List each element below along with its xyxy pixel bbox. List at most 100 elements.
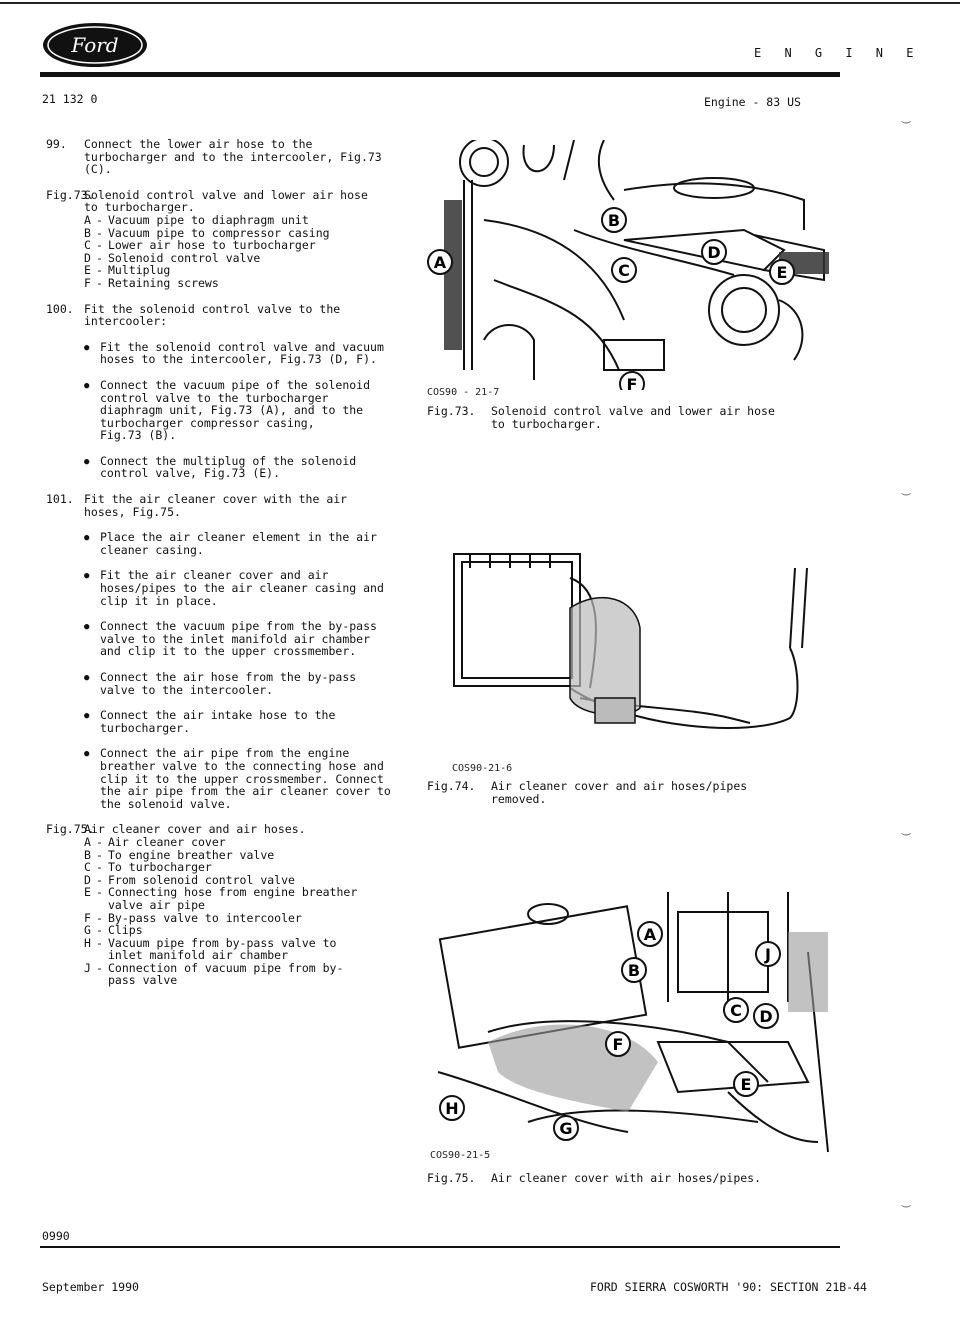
bullet-line: Connect the vacuum pipe of the solenoid (100, 377, 371, 392)
step-line: turbocharger and to the intercooler, Fig… (84, 149, 382, 164)
page-code: 0990 (42, 1229, 70, 1243)
bullet-item: ● Connect the air hose from the by-pass … (84, 671, 426, 696)
callout-label: D (759, 1007, 772, 1026)
key-item: B-To engine breather valve (84, 847, 275, 862)
step-number: 99. (46, 137, 67, 151)
publication-title: FORD SIERRA COSWORTH '90: SECTION 21B-44 (590, 1280, 867, 1294)
figure-number: Fig.75. (46, 822, 95, 837)
figure-75-caption: Fig.75. Air cleaner cover with air hoses… (427, 1172, 837, 1185)
bullet-line: Connect the air hose from the by-pass (100, 670, 357, 684)
header-rule (40, 72, 840, 77)
callout-label: F (627, 375, 638, 390)
key-item: F-Retaining screws (84, 275, 219, 290)
key-item: B-Vacuum pipe to compressor casing (84, 225, 330, 240)
bullet-item: ● Connect the air intake hose to the tur… (84, 709, 426, 734)
margin-mark: ‿ (902, 820, 911, 836)
bullet-line: Connect the vacuum pipe from the by-pass (100, 619, 377, 634)
margin-mark: ‿ (902, 108, 911, 124)
figure-title-line: to turbocharger. (84, 200, 195, 215)
bullet-item: ● Connect the vacuum pipe from the by-pa… (84, 620, 426, 658)
key-item: A-Air cleaner cover (84, 834, 226, 849)
bullet-line: Fit the solenoid control valve and vacuu… (100, 339, 384, 354)
bullet-line: Connect the multiplug of the solenoid (100, 453, 357, 468)
figure-73-caption: Fig.73. Solenoid control valve and lower… (427, 405, 837, 430)
key-item: C-To turbocharger (84, 860, 212, 875)
bullet-line: cleaner casing. (100, 542, 204, 557)
footer-rule (40, 1246, 840, 1248)
step-line: (C). (84, 162, 112, 177)
bullet-line: Fig.73 (B). (100, 428, 177, 443)
bullet-line: clip it in place. (100, 593, 218, 608)
caption-line: Solenoid control valve and lower air hos… (491, 404, 775, 418)
caption-line: removed. (491, 791, 547, 806)
document-number: 21 132 0 (42, 92, 98, 106)
caption-line: to turbocharger. (491, 416, 602, 431)
bullet-line: turbocharger. (100, 720, 191, 735)
step-line: hoses, Fig.75. (84, 504, 181, 519)
bullet-line: control valve to the turbocharger (100, 390, 329, 405)
step-number: 101. (46, 492, 74, 507)
step-99: 99. Connect the lower air hose to the tu… (46, 138, 426, 176)
key-item: D-From solenoid control valve (84, 872, 295, 887)
section-label: Engine - 83 US (704, 95, 801, 109)
callout-label: E (741, 1075, 752, 1094)
caption-number: Fig.73. (427, 404, 476, 418)
bullet-line: control valve, Fig.73 (E). (100, 466, 281, 481)
callout-label: F (613, 1035, 624, 1054)
ford-logo: Ford (42, 22, 148, 68)
callout-label: A (434, 253, 447, 272)
key-item: J-Connection of vacuum pipe from by-pass… (84, 960, 344, 988)
step-number: 100. (46, 301, 74, 316)
margin-mark: ‿ (902, 1192, 911, 1208)
step-line: Fit the solenoid control valve to the (84, 301, 341, 316)
bullet-line: hoses/pipes to the air cleaner casing an… (100, 581, 384, 596)
caption-number: Fig.75. (427, 1171, 476, 1185)
figure-number: Fig.73. (46, 187, 95, 202)
callout-label: D (707, 243, 720, 262)
caption-line: Air cleaner cover and air hoses/pipes (491, 779, 748, 793)
bullet-line: valve to the inlet manifold air chamber (100, 631, 371, 646)
figure-title-line: Air cleaner cover and air hoses. (84, 822, 306, 837)
bullet-item: ● Fit the solenoid control valve and vac… (84, 341, 426, 366)
key-item: C-Lower air hose to turbocharger (84, 238, 316, 253)
bullet-line: valve to the intercooler. (100, 682, 274, 697)
key-item: D-Solenoid control valve (84, 250, 261, 265)
figure-74-illustration (450, 548, 830, 748)
caption-line: Air cleaner cover with air hoses/pipes. (491, 1171, 762, 1185)
bullet-icon: ● (84, 533, 90, 544)
bullet-line: and clip it to the upper crossmember. (100, 644, 357, 659)
bullet-line: diaphragm unit, Fig.73 (A), and to the (100, 403, 364, 418)
bullet-icon: ● (84, 711, 90, 722)
figure-title-line: Solenoid control valve and lower air hos… (84, 187, 368, 202)
figure-73-reference: COS90 - 21-7 (427, 387, 500, 398)
key-item: E-Multiplug (84, 263, 171, 278)
callout-label: G (559, 1119, 572, 1138)
figure-75-reference: COS90-21-5 (430, 1150, 491, 1161)
bullet-line: Connect the air pipe from the engine (100, 746, 350, 761)
key-item: F-By-pass valve to intercooler (84, 910, 302, 925)
fig75-key: Fig.75. Air cleaner cover and air hoses.… (46, 823, 426, 987)
logo-wordmark: Ford (70, 33, 118, 57)
bullet-item: ● Fit the air cleaner cover and air hose… (84, 569, 426, 607)
bullet-line: the air pipe from the air cleaner cover … (100, 784, 391, 799)
step-line: Connect the lower air hose to the (84, 137, 313, 151)
margin-mark: ‿ (902, 480, 911, 496)
key-item: G-Clips (84, 923, 143, 938)
bullet-line: hoses to the intercooler, Fig.73 (D, F). (100, 352, 377, 367)
callout-label: C (618, 261, 630, 280)
bullet-line: turbocharger compressor casing, (100, 415, 315, 430)
bullet-line: breather valve to the connecting hose an… (100, 758, 384, 773)
step-100: 100. Fit the solenoid control valve to t… (46, 301, 426, 328)
callout-label: J (764, 945, 771, 964)
bullet-icon: ● (84, 342, 90, 353)
bullet-line: Fit the air cleaner cover and air (100, 568, 329, 583)
bullet-line: clip it to the upper crossmember. Connec… (100, 771, 384, 786)
caption-number: Fig.74. (427, 779, 476, 793)
callout-label: A (644, 925, 657, 944)
fig73-key: Fig.73. Solenoid control valve and lower… (46, 187, 426, 290)
bullet-icon: ● (84, 673, 90, 683)
page-title: E N G I N E (754, 46, 922, 60)
callout-label: B (628, 961, 640, 980)
